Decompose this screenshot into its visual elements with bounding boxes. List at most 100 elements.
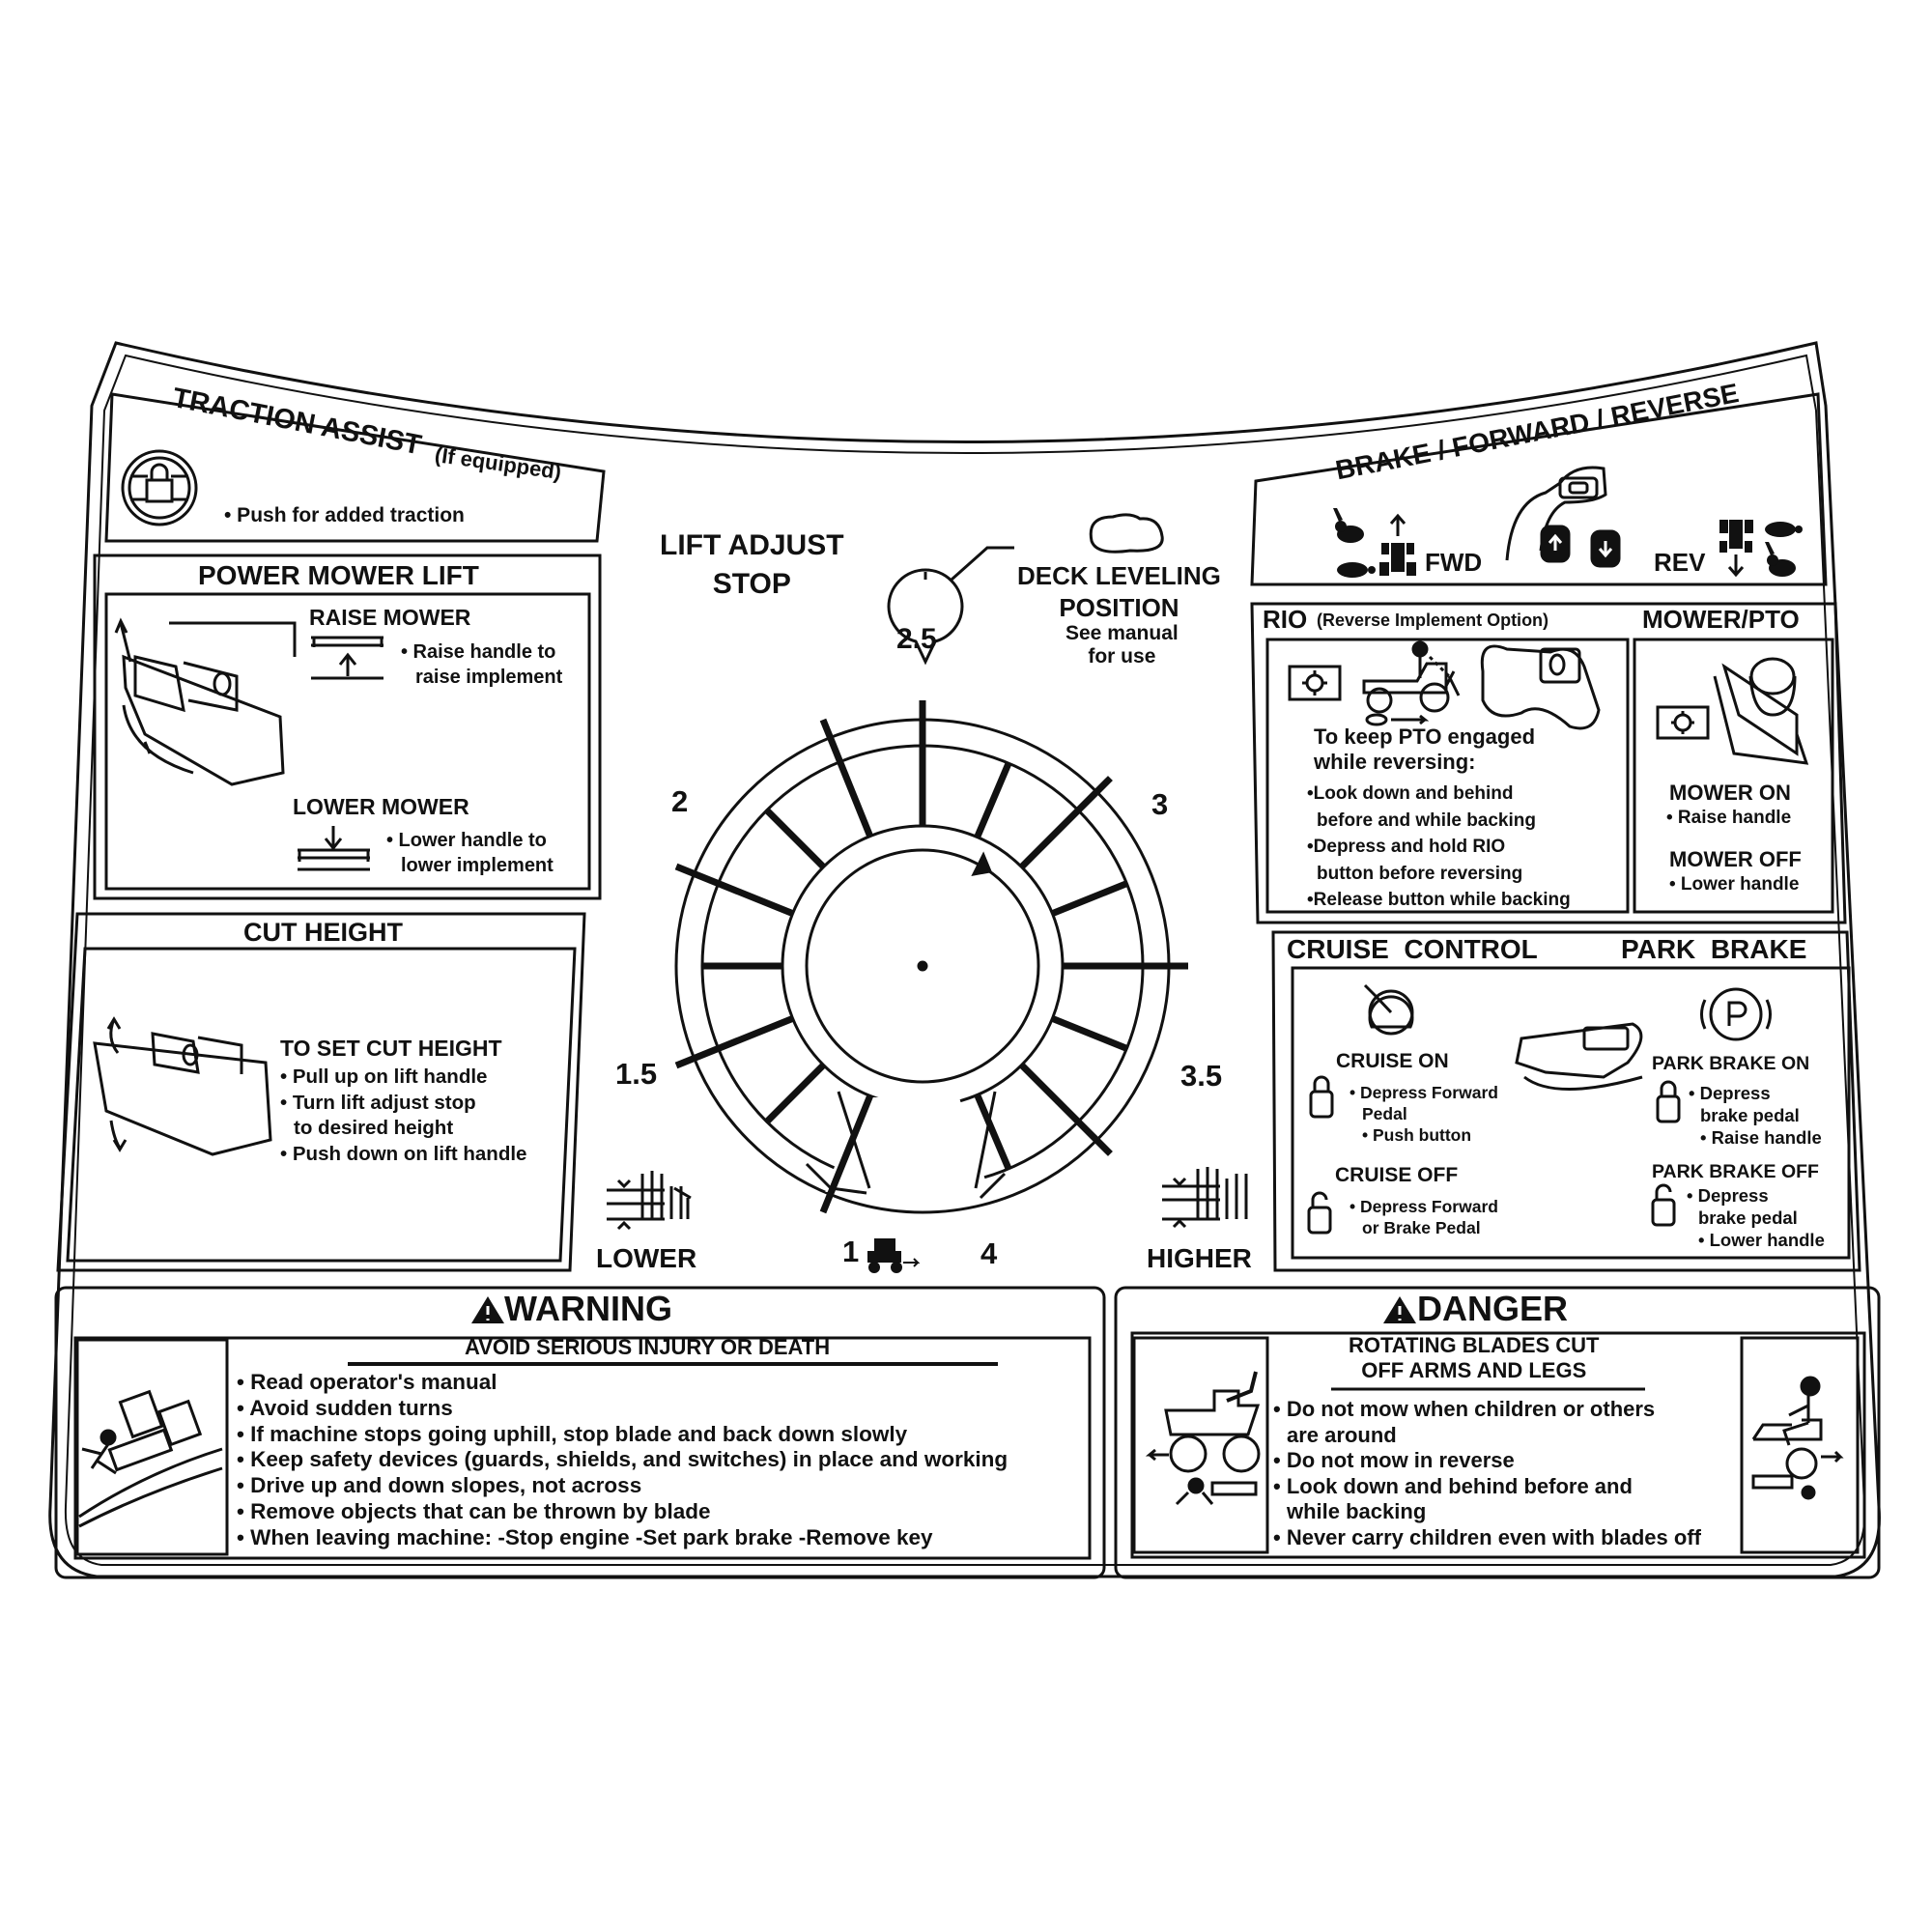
dial-spokes	[674, 700, 1188, 1214]
danger-outer-box	[1114, 1286, 1881, 1579]
cruise-on-instructions: • Depress Forward Pedal • Push button	[1350, 1082, 1498, 1146]
cut-height-handle-illustration	[93, 1016, 272, 1156]
warning-title: WARNING	[504, 1289, 672, 1328]
raise-mower-icon	[311, 636, 384, 680]
cut-line-1: • Pull up on lift handle	[280, 1065, 488, 1088]
warning-bullet-1: • Read operator's manual	[237, 1370, 497, 1394]
rev-label: REV	[1654, 548, 1706, 577]
turtle-icon	[1765, 522, 1803, 537]
mower-off-line: • Lower handle	[1669, 874, 1800, 895]
lock-icon	[1309, 1075, 1334, 1119]
cut-height-inner-box	[66, 947, 577, 1263]
mower-off-title: MOWER OFF	[1669, 847, 1802, 871]
lift-adjust-line-2: STOP	[712, 568, 791, 600]
deck-leveling-line-2: POSITION	[1059, 593, 1179, 622]
rio-pto-outer-box	[1250, 602, 1847, 924]
danger-inner-box	[1130, 1331, 1866, 1559]
higher-label: HIGHER	[1147, 1243, 1252, 1273]
raise-mower-title: RAISE MOWER	[309, 605, 471, 630]
dial-spoke	[674, 1015, 794, 1069]
warning-bullet-6: • Remove objects that can be thrown by b…	[237, 1498, 711, 1523]
dial-spoke	[974, 1094, 1012, 1171]
park-brake-title: PARK BRAKE	[1621, 934, 1807, 964]
dial-spoke	[1019, 1063, 1113, 1156]
lock-icon	[1656, 1080, 1681, 1123]
dial-spoke	[819, 718, 873, 838]
cruise-off-line-1: • Depress Forward	[1350, 1197, 1498, 1216]
danger-image-left-box	[1132, 1336, 1269, 1554]
cut-line-2: • Turn lift adjust stop	[280, 1091, 476, 1114]
rio-heading-2: while reversing:	[1314, 750, 1476, 774]
unlock-icon	[1651, 1183, 1676, 1227]
deck-leveling-label: DECK LEVELING POSITION	[1017, 560, 1221, 624]
lower-line-1: • Lower handle to	[386, 830, 547, 851]
see-manual-line-1: See manual	[1065, 622, 1179, 644]
mower-on-line: • Raise handle	[1666, 808, 1792, 828]
scale-label-3-5: 3.5	[1180, 1059, 1223, 1093]
pto-engage-icon	[1656, 705, 1710, 740]
warning-bullet-5: • Drive up and down slopes, not across	[237, 1473, 642, 1498]
power-mower-lift-outer-box	[93, 554, 602, 900]
rio-bullet-1: •Look down and behind	[1307, 783, 1514, 804]
deck-leveling-line-1: DECK LEVELING	[1017, 561, 1221, 590]
scale-label-4: 4	[980, 1236, 998, 1270]
pto-knob-illustration	[1713, 657, 1809, 765]
scale-label-1: 1	[842, 1235, 860, 1268]
cruise-control-title: CRUISE CONTROL	[1287, 934, 1538, 964]
slope-rollover-illustration	[78, 1389, 223, 1528]
rio-bullet-2: before and while backing	[1317, 810, 1536, 831]
deck-leveling-value: 2.5	[896, 623, 937, 655]
forward-pedal-icon	[1540, 525, 1571, 563]
decal-inner-outline	[64, 354, 1866, 1566]
rio-title: RIO	[1263, 605, 1308, 634]
rabbit-icon	[1765, 542, 1796, 577]
raise-line-2: raise implement	[415, 667, 563, 688]
tractor-reverse-icon	[1719, 520, 1753, 553]
mower-pto-inner-box	[1633, 638, 1834, 914]
lower-grass-icon	[607, 1171, 692, 1231]
rabbit-icon	[1333, 508, 1364, 543]
rio-inner-box	[1265, 638, 1630, 914]
deck-leveling-icon	[1089, 513, 1164, 554]
danger-triangle-icon	[1383, 1296, 1416, 1323]
danger-subtitle-2: OFF ARMS AND LEGS	[1361, 1358, 1587, 1382]
tractor-small-icon	[867, 1238, 921, 1273]
cruise-off-instructions: • Depress Forward or Brake Pedal	[1350, 1196, 1498, 1238]
power-mower-lift-inner-box	[104, 592, 591, 891]
power-mower-lift-title: POWER MOWER LIFT	[198, 560, 479, 590]
tractor-forward-icon	[1379, 543, 1416, 576]
rio-button-illustration	[1480, 644, 1601, 730]
lift-adjust-stop-label: LIFT ADJUST STOP	[660, 526, 844, 604]
danger-title: DANGER	[1417, 1289, 1569, 1328]
rio-bullet-4: button before reversing	[1317, 863, 1523, 884]
cruise-on-title: CRUISE ON	[1336, 1050, 1449, 1072]
lift-adjust-line-1: LIFT ADJUST	[660, 529, 844, 561]
park-brake-off-title: PARK BRAKE OFF	[1652, 1161, 1819, 1182]
warning-bullet-2: • Avoid sudden turns	[237, 1395, 453, 1420]
park-off-line-2: brake pedal	[1698, 1208, 1798, 1228]
dial-spoke	[764, 1063, 826, 1124]
danger-subtitle-1: ROTATING BLADES CUT	[1349, 1333, 1600, 1357]
dial-spoke	[1051, 1015, 1128, 1052]
cruise-pedal-illustration	[1515, 1022, 1643, 1091]
danger-image-right-box	[1740, 1336, 1860, 1554]
traction-lock-icon	[121, 449, 198, 526]
deck-leveling-marker	[887, 546, 1014, 876]
dial-spoke	[819, 1094, 873, 1214]
scale-label-1-5: 1.5	[615, 1057, 658, 1091]
cruise-on-line-3: • Push button	[1362, 1125, 1472, 1145]
warning-bullet-3: • If machine stops going uphill, stop bl…	[237, 1421, 908, 1446]
brake-forward-reverse-box	[1250, 392, 1828, 586]
cut-height-title: CUT HEIGHT	[243, 918, 403, 947]
cruise-on-line-1: • Depress Forward	[1350, 1083, 1498, 1102]
rio-tractor-reverse-illustration	[1362, 640, 1461, 726]
turtle-icon	[1337, 562, 1376, 578]
traction-assist-box	[104, 392, 606, 543]
child-reverse-illustration	[1145, 1371, 1261, 1506]
rio-bullet-5: •Release button while backing	[1307, 890, 1571, 910]
higher-grass-icon	[1162, 1167, 1248, 1229]
child-forward-illustration	[1751, 1376, 1844, 1500]
lower-mower-instructions: • Lower handle to lower implement	[386, 828, 554, 878]
rio-bullets: •Look down and behind before and while b…	[1307, 781, 1571, 914]
rio-heading: To keep PTO engaged while reversing:	[1314, 724, 1535, 775]
